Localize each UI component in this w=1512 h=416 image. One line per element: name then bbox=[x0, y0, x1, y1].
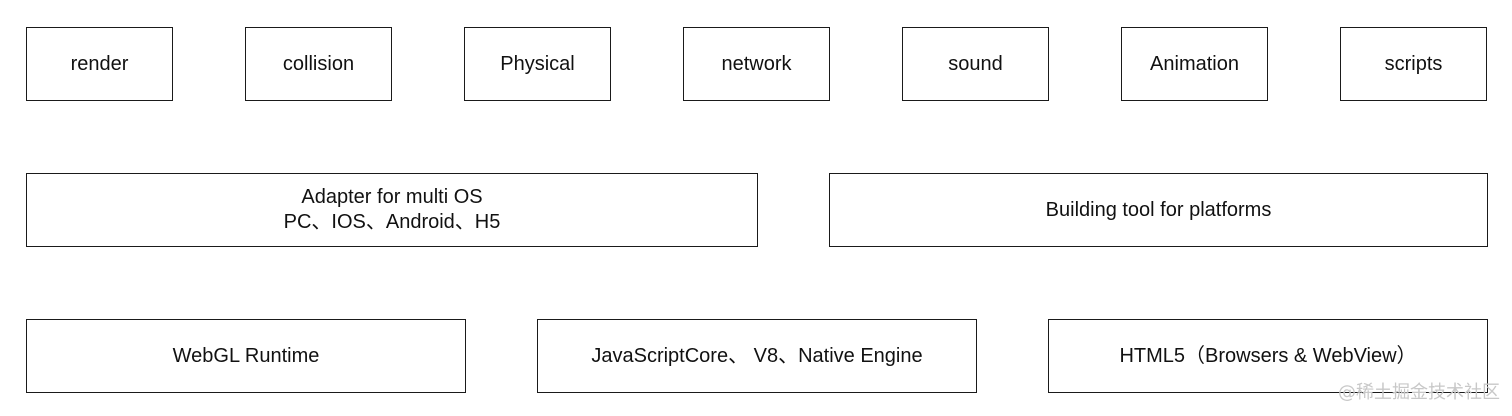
module-render-box: render bbox=[26, 27, 173, 101]
module-label: sound bbox=[948, 52, 1003, 75]
module-animation-box: Animation bbox=[1121, 27, 1268, 101]
adapter-box: Adapter for multi OS PC、IOS、Android、H5 bbox=[26, 173, 758, 247]
module-label: Animation bbox=[1150, 52, 1239, 75]
module-physical-box: Physical bbox=[464, 27, 611, 101]
runtime-webgl-box: WebGL Runtime bbox=[26, 319, 466, 393]
watermark: @稀土掘金技术社区 bbox=[1338, 378, 1500, 404]
adapter-title: Adapter for multi OS bbox=[301, 186, 483, 208]
building-tool-box: Building tool for platforms bbox=[829, 173, 1488, 247]
module-sound-box: sound bbox=[902, 27, 1049, 101]
building-tool-label: Building tool for platforms bbox=[1045, 198, 1272, 221]
runtime-label: HTML5（Browsers & WebView） bbox=[1119, 344, 1417, 367]
module-collision-box: collision bbox=[245, 27, 392, 101]
module-label: render bbox=[70, 52, 129, 75]
runtime-label: WebGL Runtime bbox=[172, 344, 320, 367]
runtime-label: JavaScriptCore、 V8、Native Engine bbox=[591, 344, 923, 367]
runtime-native-engine-box: JavaScriptCore、 V8、Native Engine bbox=[537, 319, 977, 393]
module-label: scripts bbox=[1384, 52, 1443, 75]
runtime-html5-box: HTML5（Browsers & WebView） bbox=[1048, 319, 1488, 393]
adapter-platforms: PC、IOS、Android、H5 bbox=[283, 211, 501, 233]
watermark-text: @稀土掘金技术社区 bbox=[1338, 382, 1500, 403]
module-network-box: network bbox=[683, 27, 830, 101]
module-label: Physical bbox=[500, 52, 575, 75]
module-label: network bbox=[721, 52, 792, 75]
module-label: collision bbox=[282, 52, 355, 75]
module-scripts-box: scripts bbox=[1340, 27, 1487, 101]
